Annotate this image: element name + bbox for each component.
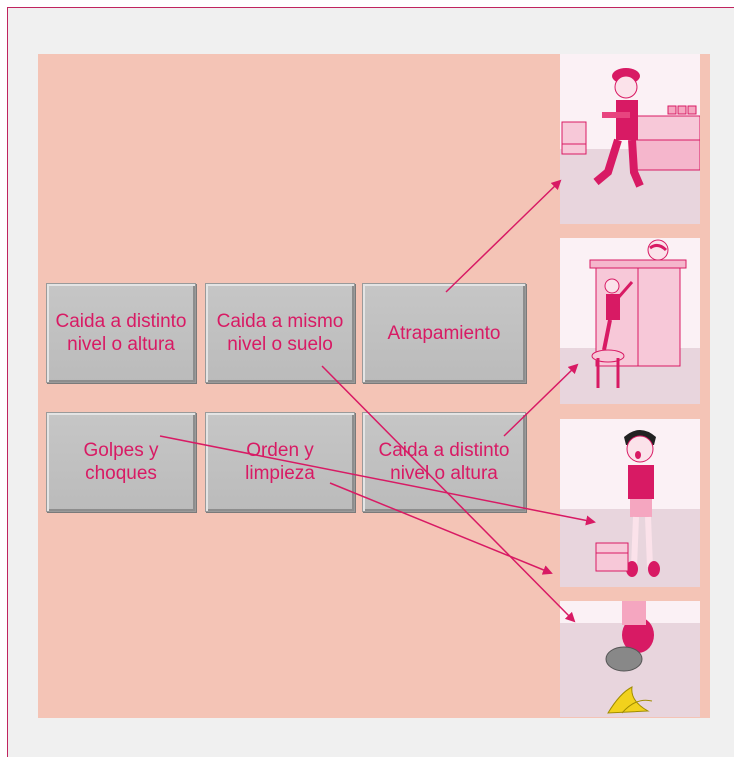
button-atrapamiento[interactable]: Atrapamiento	[362, 283, 526, 383]
button-label: Caida a distinto nivel o altura	[55, 311, 187, 355]
button-orden-limpieza[interactable]: Orden y limpieza	[205, 412, 355, 512]
button-label: Atrapamiento	[387, 322, 501, 344]
button-caida-mismo-nivel[interactable]: Caida a mismo nivel o suelo	[205, 283, 355, 383]
button-caida-distinto-nivel-2[interactable]: Caida a distinto nivel o altura	[362, 412, 526, 512]
girl-climbing-stool-illustration	[560, 238, 700, 404]
boy-bumping-box-illustration	[560, 419, 700, 587]
button-caida-distinto-nivel-1[interactable]: Caida a distinto nivel o altura	[46, 283, 196, 383]
image-conveyor-worker[interactable]	[560, 54, 700, 224]
image-girl-stool[interactable]	[560, 238, 700, 404]
image-banana-slip[interactable]	[560, 601, 700, 717]
button-label: Caida a distinto nivel o altura	[378, 440, 510, 484]
banana-peel-slip-illustration	[560, 601, 700, 717]
button-label: Orden y limpieza	[245, 440, 315, 484]
button-label: Golpes y choques	[83, 440, 159, 484]
conveyor-worker-illustration	[560, 54, 700, 224]
button-label: Caida a mismo nivel o suelo	[216, 311, 344, 355]
button-golpes-choques[interactable]: Golpes y choques	[46, 412, 196, 512]
image-boy-box[interactable]	[560, 419, 700, 587]
